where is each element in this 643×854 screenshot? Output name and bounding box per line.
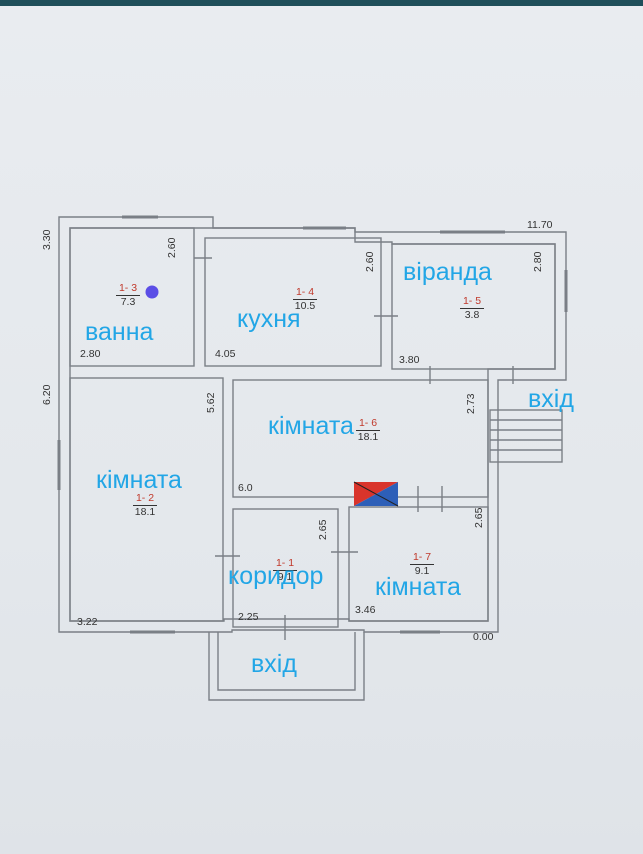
room-code: 1- 4 xyxy=(295,286,315,298)
room-area: 9.1 xyxy=(410,563,434,577)
room-id-1-2: 1- 2 18.1 xyxy=(125,493,165,517)
room-id-1-7: 1- 7 9.1 xyxy=(402,552,442,576)
label-veranda: віранда xyxy=(403,258,492,286)
label-kukhnia: кухня xyxy=(237,305,301,333)
dim-2-60-a: 2.60 xyxy=(166,237,178,258)
dim-2-65-b: 2.65 xyxy=(473,507,485,528)
right-steps xyxy=(489,409,563,463)
room-id-1-1: 1- 1 9.1 xyxy=(265,558,305,582)
label-vkhid-bottom: вхід xyxy=(251,650,297,678)
label-korydor: коридор xyxy=(228,562,324,590)
room-code: 1- 6 xyxy=(358,417,378,429)
room-code: 1- 7 xyxy=(412,551,432,563)
room-id-1-6: 1- 6 18.1 xyxy=(348,418,388,442)
dim-2-73: 2.73 xyxy=(465,393,477,414)
room-code: 1- 2 xyxy=(135,492,155,504)
label-kimnata-left: кімната xyxy=(96,466,182,494)
dim-3-46: 3.46 xyxy=(355,604,376,616)
room-kimnata-left xyxy=(69,377,224,622)
room-area: 18.1 xyxy=(133,504,157,518)
label-kimnata-center: кімната xyxy=(268,412,354,440)
label-kimnata-small: кімната xyxy=(375,573,461,601)
room-code: 1- 3 xyxy=(118,282,138,294)
dim-2-65-a: 2.65 xyxy=(317,519,329,540)
label-vanna: ванна xyxy=(85,318,154,346)
room-vanna xyxy=(69,227,195,367)
dim-6-20: 6.20 xyxy=(41,384,53,405)
room-veranda xyxy=(391,243,556,370)
label-vkhid-right: вхід xyxy=(528,385,574,413)
dim-3-80: 3.80 xyxy=(399,354,420,366)
room-code: 1- 1 xyxy=(275,557,295,569)
room-kukhnia xyxy=(204,237,382,367)
dim-2-25: 2.25 xyxy=(238,611,259,623)
room-area: 10.5 xyxy=(293,298,317,312)
room-code: 1- 5 xyxy=(462,295,482,307)
dim-0-00: 0.00 xyxy=(473,631,494,643)
dim-5-62: 5.62 xyxy=(205,392,217,413)
room-area: 18.1 xyxy=(356,429,380,443)
dim-6-0: 6.0 xyxy=(238,482,253,494)
room-id-1-5: 1- 5 3.8 xyxy=(452,296,492,320)
dim-11-70: 11.70 xyxy=(527,219,553,231)
dim-3-22: 3.22 xyxy=(77,616,98,628)
dim-3-30: 3.30 xyxy=(41,229,53,250)
dim-2-80: 2.80 xyxy=(80,348,101,360)
top-bar xyxy=(0,0,643,6)
room-id-1-3: 1- 3 7.3 xyxy=(108,283,148,307)
room-area: 3.8 xyxy=(460,307,484,321)
dim-2-80-v: 2.80 xyxy=(532,251,544,272)
dim-4-05: 4.05 xyxy=(215,348,236,360)
room-area: 9.1 xyxy=(273,569,297,583)
room-area: 7.3 xyxy=(116,294,140,308)
room-id-1-4: 1- 4 10.5 xyxy=(285,287,325,311)
marker-dot xyxy=(145,285,159,299)
dim-2-60-b: 2.60 xyxy=(364,251,376,272)
bottom-porch xyxy=(208,632,365,701)
